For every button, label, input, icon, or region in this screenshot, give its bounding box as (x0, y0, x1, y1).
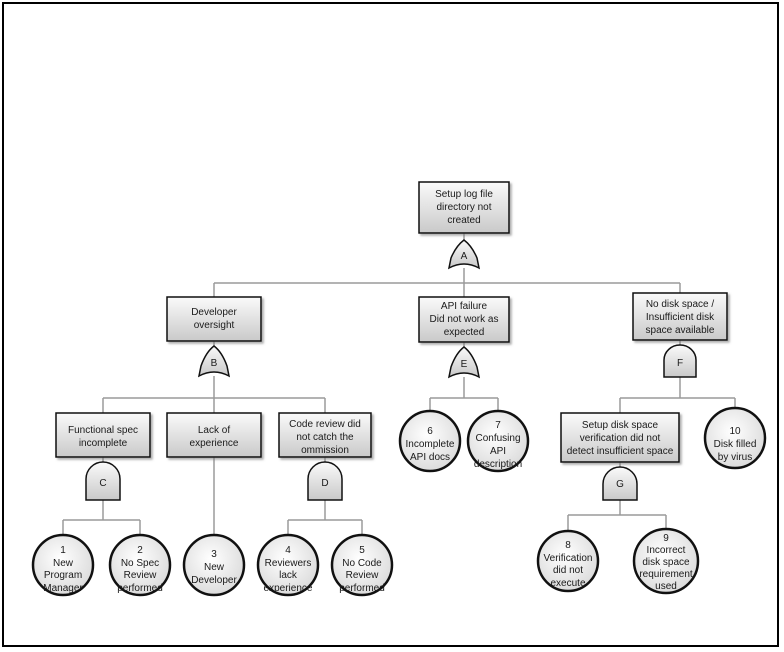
basic-event-8-line-2: Verification (544, 553, 593, 564)
event-label-f-2: Insufficient disk (646, 312, 715, 323)
basic-event-6-line-1: 6 (427, 426, 433, 437)
basic-event-4: 4 Reviewers lack experience (256, 533, 320, 597)
gate-label-c: C (99, 478, 106, 489)
gate-label-e: E (461, 359, 468, 370)
and-gate-f: F (663, 344, 697, 378)
basic-event-2-line-1: 2 (137, 545, 143, 556)
event-label-e-2: Did not work as (430, 314, 499, 325)
event-box-code-review: Code review did not catch the ommission (278, 412, 372, 458)
event-label-d-3: ommission (301, 445, 349, 456)
basic-event-5-line-4: performed (339, 583, 385, 594)
basic-event-9-line-5: used (655, 581, 677, 592)
basic-event-9-line-4: requirement (639, 569, 693, 580)
basic-event-9-line-1: 9 (663, 533, 669, 544)
basic-event-3-line-2: New (204, 562, 225, 573)
event-label-e-1: API failure (441, 301, 488, 312)
basic-event-5-line-2: No Code (342, 558, 382, 569)
and-gate-g: G (602, 466, 638, 501)
basic-event-7-line-2: Confusing (475, 433, 520, 444)
basic-event-1-line-4: Manager (43, 583, 83, 594)
event-label-d-1: Code review did (289, 419, 361, 430)
basic-event-7: 7 Confusing API description (466, 409, 530, 473)
event-box-top: Setup log file directory not created (418, 181, 510, 234)
basic-event-5: 5 No Code Review performed (330, 533, 394, 597)
event-label-f-1: No disk space / (646, 299, 715, 310)
basic-event-8-line-4: execute (550, 578, 585, 589)
gate-label-g: G (616, 479, 624, 490)
basic-event-7-line-1: 7 (495, 420, 501, 431)
basic-event-2: 2 No Spec Review performed (108, 533, 172, 597)
basic-event-1: 1 New Program Manager (31, 533, 95, 597)
event-box-setup-verification: Setup disk space verification did not de… (560, 412, 680, 463)
basic-event-3: 3 New Developer (182, 533, 246, 597)
event-label-d-2: not catch the (296, 432, 354, 443)
event-box-developer-oversight: Developer oversight (166, 296, 262, 342)
basic-event-6-line-3: API docs (410, 452, 450, 463)
and-gate-c: C (85, 461, 121, 501)
basic-event-8: 8 Verification did not execute (536, 529, 600, 593)
basic-event-2-line-3: Review (124, 570, 158, 581)
gate-label-f: F (677, 358, 683, 369)
event-label-b-2: oversight (194, 320, 235, 331)
event-label-g-3: detect insufficient space (567, 446, 674, 457)
basic-event-4-line-1: 4 (285, 545, 291, 556)
event-label-f-3: space available (646, 325, 715, 336)
basic-event-2-line-4: performed (117, 583, 163, 594)
basic-event-9-line-3: disk space (642, 557, 690, 568)
basic-event-4-line-3: lack (279, 570, 298, 581)
event-label-top-2: directory not (436, 202, 491, 213)
event-box-no-disk-space: No disk space / Insufficient disk space … (632, 292, 728, 341)
event-label-top-3: created (447, 215, 480, 226)
basic-event-10-line-2: Disk filled (714, 439, 757, 450)
or-gate-b: B (197, 345, 231, 378)
event-box-functional-spec: Functional spec incomplete (55, 412, 151, 458)
connector-lines (62, 233, 736, 535)
event-label-e-3: expected (444, 327, 485, 338)
basic-event-2-line-2: No Spec (121, 558, 159, 569)
basic-event-9: 9 Incorrect disk space requirement used (632, 527, 700, 595)
event-box-api-failure: API failure Did not work as expected (418, 296, 510, 343)
event-box-lack-of-experience: Lack of experience (166, 412, 262, 458)
event-label-c-2: incomplete (79, 438, 128, 449)
basic-event-7-line-4: description (474, 459, 522, 470)
basic-event-4-line-4: experience (264, 583, 313, 594)
basic-event-5-line-1: 5 (359, 545, 365, 556)
event-label-b-1: Developer (191, 307, 237, 318)
basic-event-8-line-3: did not (553, 565, 583, 576)
or-gate-e: E (447, 346, 481, 379)
basic-event-1-line-3: Program (44, 570, 82, 581)
basic-event-9-line-2: Incorrect (647, 545, 686, 556)
basic-event-3-line-3: Developer (191, 575, 237, 586)
basic-event-3-line-1: 3 (211, 549, 217, 560)
gate-label-b: B (211, 358, 218, 369)
gate-label-a: A (461, 251, 468, 262)
basic-event-1-line-2: New (53, 558, 74, 569)
basic-event-4-line-2: Reviewers (265, 558, 312, 569)
event-label-c-1: Functional spec (68, 425, 138, 436)
gate-label-d: D (321, 478, 328, 489)
basic-event-10: 10 Disk filled by virus (703, 406, 767, 470)
basic-event-10-line-1: 10 (729, 426, 741, 437)
event-label-g-1: Setup disk space (582, 420, 659, 431)
or-gate-a: A (447, 239, 481, 270)
event-label-g-2: verification did not (580, 433, 661, 444)
and-gate-d: D (307, 461, 343, 501)
event-label-lack-2: experience (190, 438, 239, 449)
event-label-top-1: Setup log file (435, 189, 493, 200)
basic-event-6-line-2: Incomplete (406, 439, 455, 450)
basic-event-10-line-3: by virus (718, 452, 752, 463)
basic-event-5-line-3: Review (346, 570, 380, 581)
basic-event-8-line-1: 8 (565, 540, 571, 551)
event-label-lack-1: Lack of (198, 425, 230, 436)
basic-event-7-line-3: API (490, 446, 506, 457)
basic-event-6: 6 Incomplete API docs (398, 409, 462, 473)
basic-event-1-line-1: 1 (60, 545, 66, 556)
